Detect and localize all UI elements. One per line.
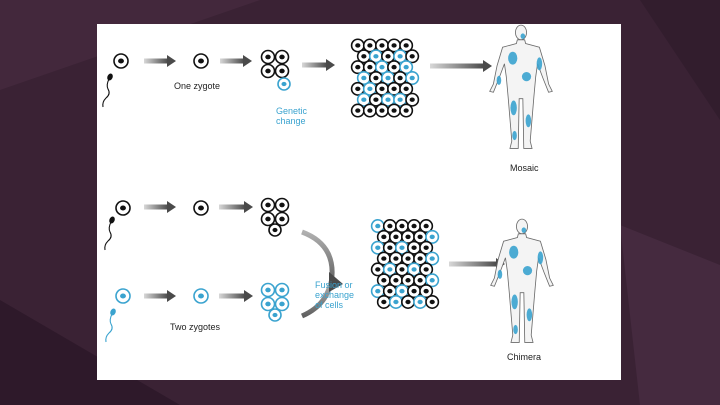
cluster-cell bbox=[274, 63, 290, 79]
cluster-cell bbox=[399, 60, 414, 75]
cluster-cell bbox=[419, 262, 434, 277]
cluster-cell bbox=[419, 284, 434, 299]
sperm-bottom-black bbox=[104, 216, 115, 251]
cluster-cell bbox=[425, 273, 440, 288]
cluster-cell-blue bbox=[277, 77, 291, 91]
cluster-cell bbox=[374, 38, 389, 53]
zygote-bottom-black-1 bbox=[115, 200, 131, 216]
cluster-cell bbox=[399, 81, 414, 96]
cluster-cell-blue bbox=[274, 296, 290, 312]
cluster-cell bbox=[260, 197, 276, 213]
cluster-cell bbox=[413, 294, 428, 309]
cluster-top-large bbox=[350, 38, 420, 118]
arrow-bottom-blue-2 bbox=[219, 290, 253, 302]
cell-clusters bbox=[113, 38, 440, 322]
one-zygote-label: One zygote bbox=[174, 81, 221, 91]
cluster-bottom-blue bbox=[260, 282, 290, 322]
genetic-change-label-line2: change bbox=[276, 116, 306, 126]
sperm-cells bbox=[102, 73, 116, 343]
cluster-cell bbox=[394, 219, 409, 234]
cluster-cell bbox=[413, 251, 428, 266]
cluster-cell bbox=[405, 49, 420, 64]
cluster-cell bbox=[260, 63, 276, 79]
cluster-cell bbox=[362, 103, 377, 118]
zygote-bottom-blue-2 bbox=[193, 288, 209, 304]
genetic-change-label-line1: Genetic bbox=[276, 106, 308, 116]
cluster-cell bbox=[260, 49, 276, 65]
cluster-cell bbox=[376, 294, 391, 309]
cluster-cell bbox=[274, 49, 290, 65]
cluster-cell bbox=[362, 60, 377, 75]
cluster-cell bbox=[425, 229, 440, 244]
cluster-cell bbox=[382, 219, 397, 234]
cluster-top-small bbox=[260, 49, 291, 91]
two-zygotes-label: Two zygotes bbox=[170, 322, 221, 332]
sperm-bottom-blue bbox=[105, 308, 116, 343]
cluster-cell-blue bbox=[260, 296, 276, 312]
cluster-cell bbox=[268, 223, 282, 237]
process-arrows bbox=[144, 55, 505, 319]
cluster-cell bbox=[374, 103, 389, 118]
fusion-label-line3: of cells bbox=[315, 300, 344, 310]
cluster-cell-blue bbox=[260, 282, 276, 298]
mosaic-label: Mosaic bbox=[510, 163, 539, 173]
cluster-cell bbox=[401, 229, 416, 244]
chimera-figure bbox=[490, 218, 554, 343]
zygote-bottom-black-2 bbox=[193, 200, 209, 216]
cluster-cell bbox=[401, 273, 416, 288]
cluster-cell bbox=[425, 251, 440, 266]
zygote-bottom-blue-1 bbox=[115, 288, 131, 304]
cluster-cell bbox=[274, 211, 290, 227]
sperm-top bbox=[102, 73, 113, 108]
cluster-cell bbox=[350, 103, 365, 118]
fusion-label-line1: Fusion or bbox=[315, 280, 353, 290]
cluster-cell bbox=[381, 49, 396, 64]
cluster-cell bbox=[370, 219, 385, 234]
cluster-cell bbox=[399, 38, 414, 53]
arrow-top-3 bbox=[302, 59, 335, 71]
arrow-bottom-blue-1 bbox=[144, 290, 176, 302]
mosaic-chimera-diagram bbox=[102, 24, 554, 343]
cluster-cell bbox=[260, 211, 276, 227]
cluster-cell bbox=[399, 103, 414, 118]
cluster-cell-blue bbox=[274, 282, 290, 298]
human-figures bbox=[489, 24, 554, 343]
merge-arrow bbox=[300, 229, 343, 319]
chimera-label: Chimera bbox=[507, 352, 542, 362]
cluster-cell bbox=[401, 294, 416, 309]
cluster-cell bbox=[387, 103, 402, 118]
cluster-cell bbox=[374, 81, 389, 96]
zygote-top-1 bbox=[113, 53, 129, 69]
cluster-cell bbox=[370, 240, 385, 255]
cluster-cell bbox=[388, 294, 403, 309]
arrow-top-2 bbox=[220, 55, 252, 67]
arrow-top-4 bbox=[430, 60, 492, 72]
fusion-label-line2: exchange bbox=[315, 290, 355, 300]
cluster-cell bbox=[350, 60, 365, 75]
cluster-cell bbox=[382, 284, 397, 299]
diagram-panel: One zygote Genetic change Mosaic Fusion … bbox=[97, 24, 621, 380]
arrow-bottom-black-1 bbox=[144, 201, 176, 213]
cluster-cell bbox=[405, 70, 420, 85]
cluster-bottom-large bbox=[370, 219, 440, 309]
cluster-cell bbox=[393, 49, 408, 64]
mosaic-figure bbox=[489, 24, 553, 149]
cluster-cell bbox=[401, 251, 416, 266]
cluster-cell bbox=[419, 240, 434, 255]
cluster-cell bbox=[274, 197, 290, 213]
cluster-cell bbox=[393, 92, 408, 107]
cluster-cell bbox=[350, 81, 365, 96]
cluster-cell-blue bbox=[268, 308, 282, 322]
zygote-top-2 bbox=[193, 53, 209, 69]
arrow-bottom-black-2 bbox=[219, 201, 253, 213]
cluster-cell bbox=[394, 262, 409, 277]
cluster-cell bbox=[350, 38, 365, 53]
cluster-bottom-black bbox=[260, 197, 290, 237]
cluster-cell bbox=[425, 294, 440, 309]
cluster-cell bbox=[419, 219, 434, 234]
cluster-cell bbox=[405, 92, 420, 107]
arrow-top-1 bbox=[144, 55, 176, 67]
